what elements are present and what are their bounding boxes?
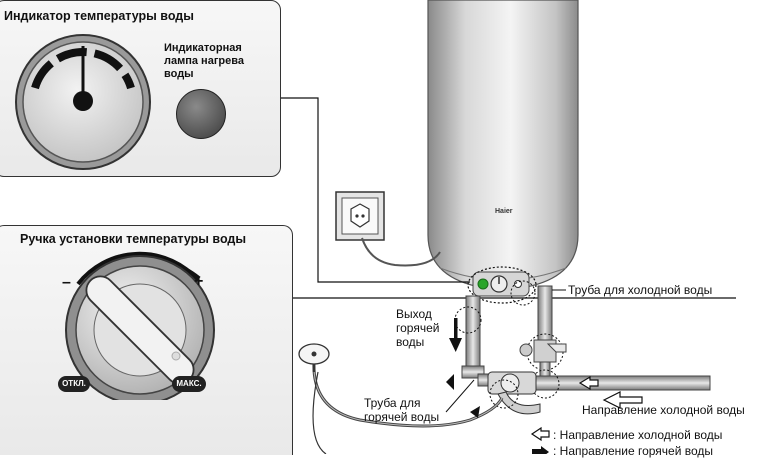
max-label: МАКС.	[176, 379, 202, 388]
legend-hot-arrow-icon	[532, 446, 549, 454]
knob-plus-label: +	[194, 273, 204, 290]
legend-cold-label: : Направление холодной воды	[553, 428, 723, 442]
temperature-gauge	[15, 34, 151, 170]
off-badge	[58, 376, 90, 392]
cold-direction-label: Направление холодной воды	[582, 403, 745, 417]
cold-direction-arrows	[578, 375, 643, 409]
legend-hot-label: : Направление горячей воды	[553, 444, 714, 458]
knob-panel-title: Ручка установки температуры воды	[20, 232, 247, 246]
heater-brand-logo: Haier	[495, 208, 513, 215]
callout-line-indicator	[280, 97, 470, 283]
lamp-label-line-1: Индикаторная	[164, 42, 242, 54]
legend-hot-text: Направление горячей воды	[559, 444, 714, 458]
mixer	[487, 371, 541, 415]
cold-water-pipe	[519, 285, 711, 399]
lamp-label-line-3: воды	[164, 68, 194, 80]
hot-direction-arrows	[446, 318, 480, 418]
hot-outlet-label-line-3: воды	[396, 335, 425, 349]
legend-cold-arrow-icon	[530, 426, 550, 442]
hot-outlet-label-line-2: горячей	[396, 321, 440, 335]
knob-minus-label: –	[62, 274, 71, 291]
heating-lamp-icon	[176, 89, 226, 139]
legend-cold-text: Направление холодной воды	[559, 428, 723, 442]
temperature-knob	[65, 251, 215, 400]
shower-hose	[298, 343, 504, 454]
cold-pipe-label: Труба для холодной воды	[568, 283, 713, 297]
hot-pipe-label-line-1: Труба для	[364, 396, 421, 410]
water-heater-tank	[427, 0, 579, 306]
lamp-label-line-2: лампа нагрева	[164, 55, 244, 67]
power-socket	[335, 191, 441, 267]
hot-outlet-label-line-1: Выход	[396, 307, 432, 321]
indicator-panel-title: Индикатор температуры воды	[4, 9, 194, 23]
off-label: ОТКЛ.	[62, 379, 86, 388]
hot-pipe-leader	[445, 379, 475, 413]
hot-pipe-label-line-2: горячей воды	[364, 410, 440, 424]
max-badge	[172, 376, 206, 392]
